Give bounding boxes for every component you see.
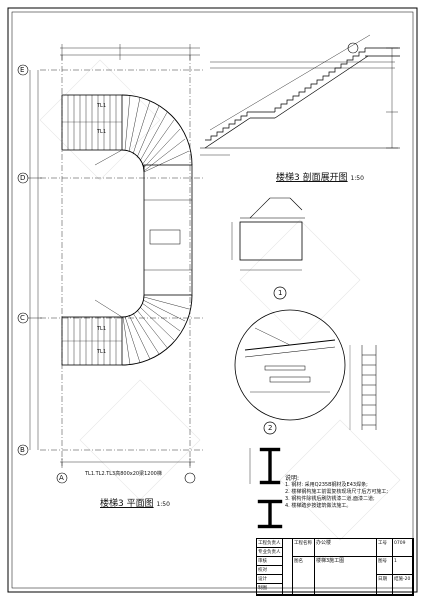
tb-row-label: 设计 [257, 575, 283, 584]
note-item: 4. 楼梯踏步按建筑做法施工。 [285, 503, 352, 509]
note-item: 3. 钢构件除锈后刷防锈漆二道,面漆二道; [285, 496, 375, 502]
tb-row-label: 审核 [257, 557, 283, 566]
plan-title: 楼梯3 平面图 1:50 [100, 499, 170, 509]
sheet-inner-border [11, 11, 414, 589]
tb-date: 结施-20 [393, 575, 413, 595]
note-item: 2. 楼梯钢构施工前需复核现场尺寸后方可施工; [285, 489, 389, 495]
plan-bottom-note: TL1.TL2.TL3高800x20梁1200梯 [85, 471, 162, 477]
tb-sheet-no: 1 [393, 557, 413, 575]
grid-label-b: B [20, 446, 25, 454]
note-item: 1. 钢材: 采用Q235B钢材及E43焊条; [285, 482, 368, 488]
grid-label-e: E [20, 66, 25, 74]
notes-heading: 说明: [285, 475, 300, 482]
tb-job-no: 0709 [393, 539, 413, 557]
detail-1-bubble [273, 286, 287, 300]
tb-job-label: 工号 [377, 539, 393, 557]
tb-sign-col [283, 539, 293, 595]
plan-label-tl1-b: TL1 [97, 129, 107, 135]
plan-label-tl1-d: TL1 [97, 349, 107, 355]
detail-1-number: 1 [278, 289, 283, 297]
tb-row-label: 校对 [257, 566, 283, 575]
grid-label-a: A [59, 474, 64, 482]
tb-date-label: 日期 [377, 575, 393, 595]
tb-row-label: 工程负责人 [257, 539, 283, 548]
section-title: 楼梯3 剖面展开图 1:50 [276, 173, 364, 183]
plan-label-tl1-a: TL1 [97, 103, 107, 109]
tb-drawing-label: 图名 [293, 557, 315, 595]
grid-bubbles [17, 42, 359, 484]
sheet-border [7, 7, 418, 593]
detail-2 [234, 309, 346, 421]
general-notes: 说明: 1. 钢材: 采用Q235B钢材及E43焊条; 2. 楼梯钢构施工前需复… [285, 475, 405, 510]
detail-2-number: 2 [268, 424, 273, 432]
tb-project-name: 办公楼 [315, 539, 377, 557]
detail-2-bubble [263, 421, 277, 435]
plan-label-tl1-c: TL1 [97, 326, 107, 332]
stair-section [200, 34, 400, 156]
title-block: 工程负责人 专业负责人 审核 校对 设计 制图 工程名称 办公楼 图名 楼梯3施… [256, 538, 414, 596]
tb-drawing-name: 楼梯3施工图 [315, 557, 377, 595]
detail-1 [231, 197, 305, 271]
grid-label-c: C [20, 314, 25, 322]
tb-project-label: 工程名称 [293, 539, 315, 557]
tb-row-label: 专业负责人 [257, 548, 283, 557]
grid-label-d: D [20, 174, 26, 182]
stair-plan [26, 44, 205, 470]
tb-row-label: 制图 [257, 584, 283, 595]
detail-vertical-stair [349, 345, 377, 430]
tb-sheet-label: 图号 [377, 557, 393, 575]
h-beam-section [249, 447, 283, 529]
